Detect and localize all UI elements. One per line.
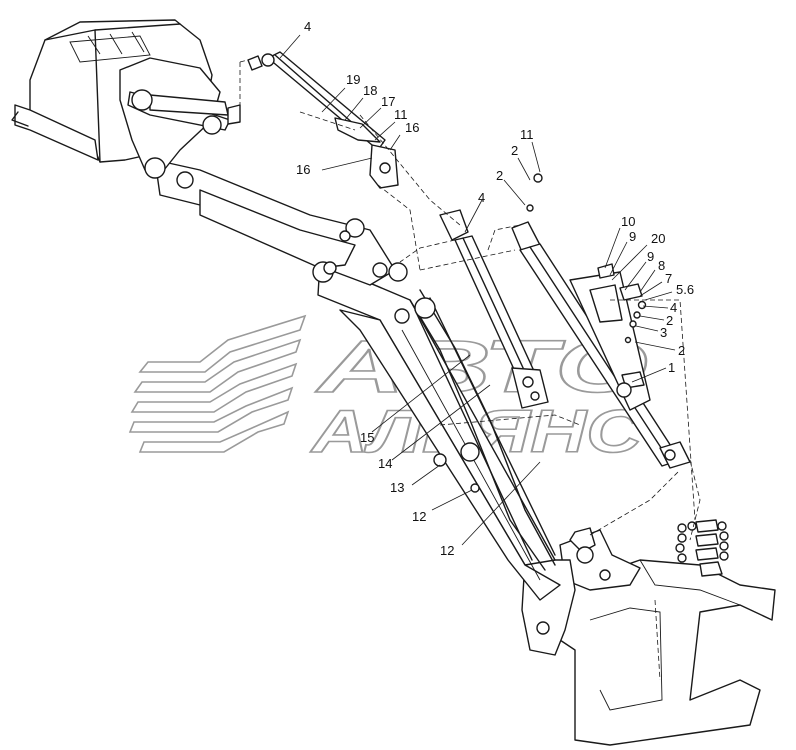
bucket-cylinder [247,51,399,189]
boom-foot-pin [536,621,550,635]
callout-12-upper: 12 [412,509,426,524]
watermark-logo [128,314,307,453]
callout-1: 1 [668,360,675,375]
callout-18: 18 [363,83,377,98]
boom-cylinder-right [511,221,691,469]
bucket-link [154,159,408,286]
hydraulic-line-left [409,299,546,571]
callout-4-right: 4 [670,300,677,315]
callout-20: 20 [651,231,665,246]
callout-2-b: 2 [496,168,503,183]
callout-13: 13 [390,480,404,495]
callout-8: 8 [658,258,665,273]
callout-10: 10 [621,214,635,229]
callout-2-c: 2 [666,313,673,328]
callout-9-a: 9 [629,229,636,244]
callout-4-mid: 4 [478,190,485,205]
frame-mount [554,527,776,746]
callout-12-lower: 12 [440,543,454,558]
hydraulic-line-right [419,289,556,566]
callout-2-a: 2 [511,143,518,158]
callout-15: 15 [360,430,374,445]
callout-2-d: 2 [678,343,685,358]
callout-7: 7 [665,271,672,286]
callout-11-upper: 11 [394,107,408,122]
bushing-3 [433,453,447,467]
boom-cylinder-left [439,209,549,409]
leader-lines [279,34,676,546]
callout-16-right: 16 [405,120,419,135]
callout-5-6: 5.6 [676,282,694,297]
bucket [11,19,241,189]
callout-17: 17 [381,94,395,109]
bolts-kit [675,519,729,577]
callout-3: 3 [660,325,667,340]
callout-16-left: 16 [296,162,310,177]
assembly-lines [239,59,701,681]
bushing-2 [414,297,436,319]
bushing-4 [460,442,480,462]
callout-4-top: 4 [304,19,311,34]
callout-11-right: 11 [520,127,534,142]
bushing-5 [470,483,480,493]
callout-14: 14 [378,456,392,471]
callout-19: 19 [346,72,360,87]
bushing-1 [394,308,410,324]
callout-labels: 4 19 18 17 11 16 16 11 2 2 4 10 9 20 9 8… [296,19,694,558]
callout-9-b: 9 [647,249,654,264]
